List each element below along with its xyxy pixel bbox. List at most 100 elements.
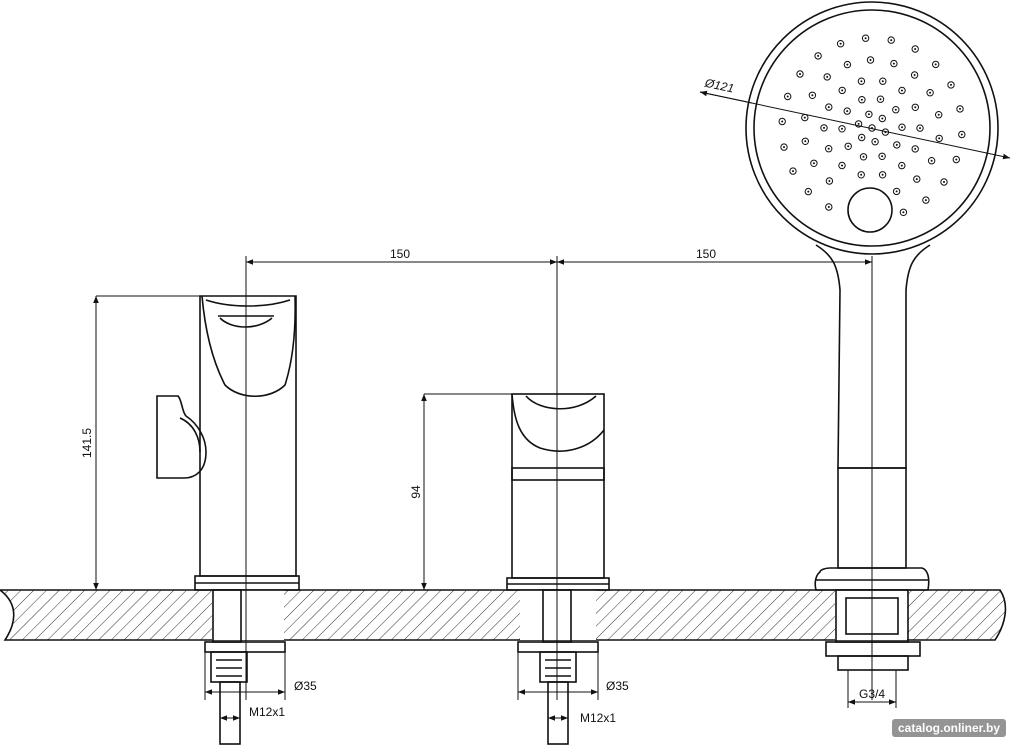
- nozzle-ring: [861, 34, 870, 42]
- nozzle-dot: [900, 164, 903, 167]
- hand-shower: [745, 1, 999, 700]
- nozzle-ring: [808, 91, 817, 100]
- nozzle-ring: [927, 157, 936, 165]
- nozzle-ring: [958, 130, 966, 139]
- nozzle-dot: [924, 199, 927, 202]
- nozzle-ring: [801, 137, 809, 146]
- nozzle-dot: [901, 89, 903, 92]
- nozzle-ring: [911, 145, 919, 153]
- nozzle-dot: [934, 63, 937, 66]
- nozzle-ring: [858, 133, 866, 142]
- nozzle-dot: [943, 181, 945, 183]
- nozzle-ring: [898, 161, 906, 170]
- nozzle-dot: [846, 63, 849, 66]
- nozzle-ring: [836, 40, 845, 48]
- nozzle-dot: [892, 62, 895, 65]
- nozzle-dot: [955, 158, 958, 161]
- nozzle-dot: [881, 173, 884, 176]
- nozzle-ring: [778, 117, 786, 126]
- nozzle-dot: [874, 140, 877, 143]
- nozzle-dot: [841, 164, 843, 167]
- nozzle-ring: [843, 60, 852, 69]
- watermark: catalog.onliner.by: [891, 719, 1006, 737]
- shower-nozzles: [778, 34, 966, 217]
- nozzle-dot: [913, 74, 916, 76]
- nozzle-ring: [878, 152, 886, 161]
- nozzle-dot: [959, 107, 961, 110]
- nozzle-ring: [823, 73, 831, 81]
- nozzle-dot: [881, 117, 884, 120]
- dim-height-middle: 94: [409, 485, 423, 499]
- dimension-lines: [93, 90, 1011, 721]
- nozzle-ring: [838, 86, 846, 95]
- nozzle-ring: [866, 56, 875, 64]
- nozzle-dot: [786, 95, 789, 98]
- nozzle-ring: [871, 138, 879, 146]
- nozzle-dot: [783, 146, 785, 149]
- nozzle-ring: [916, 124, 924, 132]
- nozzle-dot: [812, 162, 815, 165]
- dim-spacing-right: 150: [696, 247, 716, 261]
- nozzle-ring: [940, 178, 948, 186]
- nozzle-ring: [804, 187, 812, 196]
- nozzle-ring: [825, 145, 833, 153]
- dim-spacing-left: 150: [390, 247, 410, 261]
- nozzle-dot: [807, 190, 810, 193]
- nozzle-ring: [892, 106, 900, 114]
- nozzle-dot: [827, 206, 830, 208]
- dim-height-left: 141.5: [80, 428, 94, 458]
- nozzle-dot: [901, 126, 903, 129]
- nozzle-ring: [890, 59, 898, 68]
- nozzle-dot: [862, 155, 865, 158]
- nozzle-ring: [838, 161, 846, 170]
- nozzle-dot: [826, 75, 829, 78]
- nozzle-dot: [914, 48, 917, 50]
- nozzle-ring: [838, 125, 846, 133]
- nozzle-ring: [854, 120, 863, 128]
- nozzle-ring: [898, 123, 906, 131]
- nozzle-ring: [858, 96, 866, 104]
- nozzle-dot: [828, 180, 831, 182]
- nozzle-dot: [804, 140, 807, 143]
- nozzle-dot: [846, 110, 849, 113]
- left-valve: [156, 256, 300, 745]
- nozzle-ring: [789, 167, 797, 175]
- nozzle-dot: [799, 73, 801, 75]
- nozzle-ring: [843, 107, 851, 115]
- nozzle-dot: [781, 120, 784, 123]
- nozzle-dot: [929, 91, 932, 94]
- nozzle-dot: [881, 80, 884, 83]
- nozzle-ring: [814, 52, 822, 60]
- nozzle-ring: [784, 92, 792, 101]
- nozzle-dot: [867, 113, 870, 116]
- nozzle-ring: [952, 155, 960, 164]
- nozzle-ring: [879, 77, 887, 85]
- nozzle-ring: [844, 142, 852, 151]
- nozzle-dot: [857, 122, 860, 125]
- nozzle-ring: [911, 45, 919, 53]
- nozzle-dot: [827, 147, 830, 150]
- dim-base-left: Ø35: [294, 679, 317, 693]
- nozzle-ring: [947, 81, 955, 89]
- nozzle-dot: [890, 39, 893, 42]
- nozzle-dot: [860, 173, 863, 176]
- nozzle-ring: [932, 60, 940, 69]
- dim-base-middle: Ø35: [606, 679, 629, 693]
- nozzle-dot: [827, 106, 830, 109]
- nozzle-dot: [817, 54, 820, 57]
- dim-thread-right: G3/4: [859, 687, 885, 701]
- nozzle-ring: [893, 141, 901, 149]
- nozzle-ring: [887, 36, 895, 44]
- nozzle-dot: [914, 147, 917, 150]
- nozzle-dot: [803, 116, 806, 119]
- nozzle-dot: [869, 59, 872, 61]
- nozzle-dot: [864, 37, 867, 40]
- nozzle-dot: [811, 94, 814, 97]
- nozzle-dot: [950, 83, 952, 86]
- nozzle-dot: [902, 211, 905, 214]
- nozzle-dot: [919, 127, 921, 130]
- nozzle-ring: [926, 89, 934, 97]
- nozzle-dot: [860, 136, 863, 139]
- nozzle-dot: [839, 42, 842, 45]
